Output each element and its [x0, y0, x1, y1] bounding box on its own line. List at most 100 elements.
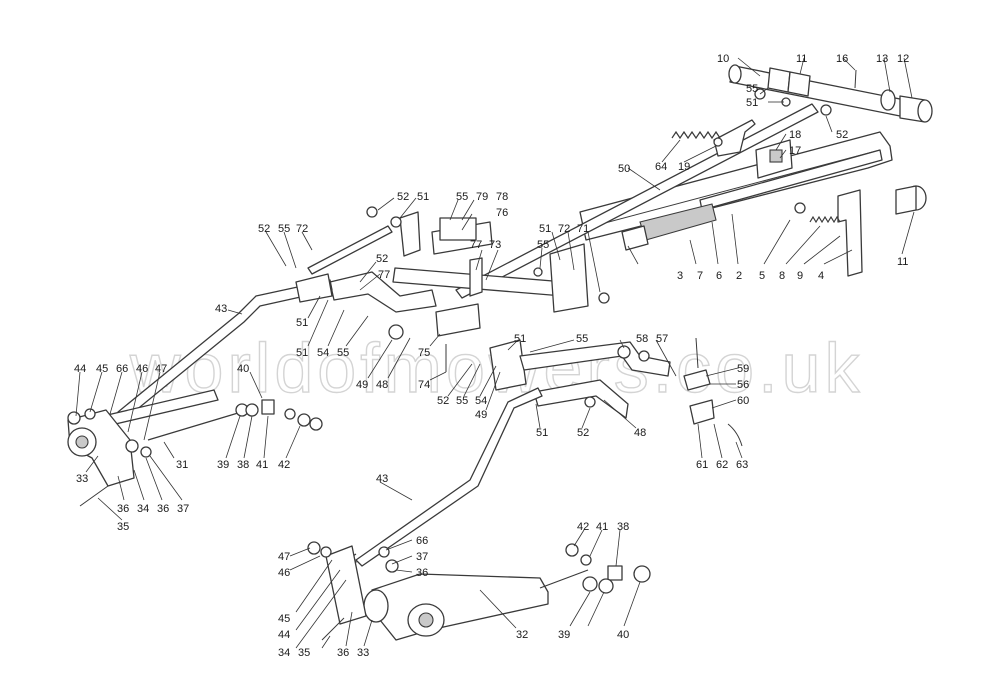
callout-51: 51 [536, 427, 548, 439]
callout-54: 54 [475, 395, 487, 407]
callout-76: 76 [496, 207, 508, 219]
mid-link-assembly [489, 337, 743, 447]
callout-10: 10 [717, 53, 729, 65]
callout-66: 66 [116, 363, 128, 375]
callout-6: 6 [716, 270, 722, 282]
callout-77: 77 [470, 239, 482, 251]
callout-51: 51 [296, 317, 308, 329]
callout-52: 52 [397, 191, 409, 203]
callout-47: 47 [155, 363, 167, 375]
callout-55: 55 [337, 347, 349, 359]
callout-52: 52 [376, 253, 388, 265]
callout-9: 9 [797, 270, 803, 282]
callout-5: 5 [759, 270, 765, 282]
callout-51: 51 [539, 223, 551, 235]
callout-40: 40 [617, 629, 629, 641]
callout-37: 37 [416, 551, 428, 563]
callout-36: 36 [157, 503, 169, 515]
callout-49: 49 [356, 379, 368, 391]
callout-55: 55 [576, 333, 588, 345]
callout-72: 72 [296, 223, 308, 235]
callout-45: 45 [278, 613, 290, 625]
callout-79: 79 [476, 191, 488, 203]
callout-51: 51 [746, 97, 758, 109]
callout-33: 33 [357, 647, 369, 659]
callout-77: 77 [378, 269, 390, 281]
callout-34: 34 [278, 647, 290, 659]
callout-36: 36 [416, 567, 428, 579]
callout-45: 45 [96, 363, 108, 375]
callout-51: 51 [417, 191, 429, 203]
lower-lever-assembly [307, 541, 651, 641]
callout-54: 54 [317, 347, 329, 359]
callout-66: 66 [416, 535, 428, 547]
callout-41: 41 [256, 459, 268, 471]
callout-61: 61 [696, 459, 708, 471]
callout-labels: 10 11 16 13 12 55 51 52 18 17 64 19 50 5… [74, 53, 909, 659]
callout-33: 33 [76, 473, 88, 485]
callout-31: 31 [176, 459, 188, 471]
callout-56: 56 [737, 379, 749, 391]
callout-8: 8 [779, 270, 785, 282]
callout-11: 11 [897, 256, 908, 268]
callout-52: 52 [836, 129, 848, 141]
callout-2: 2 [736, 270, 742, 282]
callout-34: 34 [137, 503, 149, 515]
callout-62: 62 [716, 459, 728, 471]
callout-55: 55 [746, 83, 758, 95]
callout-73: 73 [489, 239, 501, 251]
callout-17: 17 [789, 145, 801, 157]
callout-36: 36 [117, 503, 129, 515]
callout-3: 3 [677, 270, 683, 282]
callout-52: 52 [258, 223, 270, 235]
callout-16: 16 [836, 53, 848, 65]
callout-64: 64 [655, 161, 667, 173]
callout-38: 38 [617, 521, 629, 533]
callout-13: 13 [876, 53, 888, 65]
callout-38: 38 [237, 459, 249, 471]
callout-74: 74 [418, 379, 430, 391]
callout-35: 35 [298, 647, 310, 659]
callout-18: 18 [789, 129, 801, 141]
callout-43: 43 [215, 303, 227, 315]
callout-55: 55 [456, 191, 468, 203]
callout-58: 58 [636, 333, 648, 345]
callout-55: 55 [456, 395, 468, 407]
callout-63: 63 [736, 459, 748, 471]
callout-39: 39 [558, 629, 570, 641]
main-frame-assembly [455, 64, 933, 299]
callout-42: 42 [577, 521, 589, 533]
callout-37: 37 [177, 503, 189, 515]
callout-49: 49 [475, 409, 487, 421]
callout-46: 46 [278, 567, 290, 579]
callout-39: 39 [217, 459, 229, 471]
centre-cross-assembly [307, 206, 610, 372]
callout-19: 19 [678, 161, 690, 173]
callout-47: 47 [278, 551, 290, 563]
callout-11: 11 [796, 53, 807, 65]
callout-36: 36 [337, 647, 349, 659]
callout-12: 12 [897, 53, 909, 65]
callout-48: 48 [634, 427, 646, 439]
callout-60: 60 [737, 395, 749, 407]
callout-32: 32 [516, 629, 528, 641]
callout-55: 55 [537, 239, 549, 251]
upper-link-rod [67, 273, 333, 507]
callout-51: 51 [296, 347, 308, 359]
callout-75: 75 [418, 347, 430, 359]
callout-52: 52 [577, 427, 589, 439]
callout-7: 7 [697, 270, 703, 282]
callout-50: 50 [618, 163, 630, 175]
callout-44: 44 [278, 629, 290, 641]
callout-55: 55 [278, 223, 290, 235]
callout-72: 72 [558, 223, 570, 235]
callout-51: 51 [514, 333, 526, 345]
callout-71: 71 [577, 223, 589, 235]
callout-35: 35 [117, 521, 129, 533]
callout-4: 4 [818, 270, 824, 282]
callout-42: 42 [278, 459, 290, 471]
callout-43: 43 [376, 473, 388, 485]
callout-78: 78 [496, 191, 508, 203]
